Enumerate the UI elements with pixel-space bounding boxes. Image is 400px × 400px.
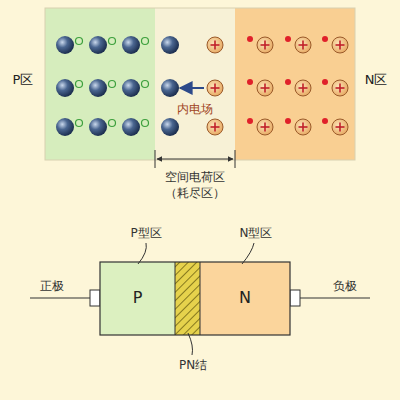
acceptor-ion <box>161 79 179 97</box>
leader-line <box>138 243 146 264</box>
n-type-body <box>200 262 290 335</box>
region-label: 内电场 <box>155 102 235 116</box>
donor-ion <box>257 80 273 96</box>
hole <box>109 38 116 45</box>
donor-ion <box>257 119 273 135</box>
electron <box>247 79 253 85</box>
donor-ion <box>207 80 223 96</box>
part-label: 正极 <box>40 279 64 293</box>
device-outline <box>100 262 290 335</box>
hole <box>76 120 83 127</box>
acceptor-ion <box>89 79 107 97</box>
hole <box>142 81 149 88</box>
hole <box>76 81 83 88</box>
donor-ion <box>257 37 273 53</box>
terminal <box>290 290 300 306</box>
region-label: N区 <box>357 72 395 88</box>
n-region-band: N区 <box>235 8 355 160</box>
region-label: N <box>200 288 290 307</box>
hole <box>109 120 116 127</box>
electron <box>285 36 291 42</box>
donor-ion <box>295 37 311 53</box>
bracket-tick <box>155 150 156 168</box>
p-region <box>45 8 155 160</box>
n-region <box>235 8 355 160</box>
part-label: PN结 <box>179 358 207 372</box>
acceptor-ion <box>161 36 179 54</box>
field-arrow <box>180 87 204 89</box>
part-label: 负极 <box>333 279 357 293</box>
electron <box>247 36 253 42</box>
depletion-region <box>155 8 235 160</box>
donor-ion <box>332 119 348 135</box>
p-type-box: P <box>100 262 175 335</box>
donor-ion <box>332 37 348 53</box>
electron <box>322 79 328 85</box>
acceptor-ion <box>89 36 107 54</box>
acceptor-ion <box>56 118 74 136</box>
part-label: N型区 <box>240 226 273 240</box>
electron <box>322 36 328 42</box>
p-type-body <box>100 262 175 335</box>
electron <box>322 118 328 124</box>
acceptor-ion <box>161 118 179 136</box>
donor-ion <box>295 119 311 135</box>
acceptor-ion <box>56 79 74 97</box>
junction-edge <box>200 262 201 335</box>
donor-ion <box>332 80 348 96</box>
acceptor-ion <box>89 118 107 136</box>
pn-junction <box>175 262 200 335</box>
part-label: （耗尽区） <box>165 186 225 200</box>
junction-edge <box>175 262 176 335</box>
terminal <box>90 290 100 306</box>
hole <box>76 38 83 45</box>
hole <box>142 120 149 127</box>
region-frame <box>45 8 355 160</box>
electron <box>247 118 253 124</box>
electron <box>285 79 291 85</box>
acceptor-ion <box>122 79 140 97</box>
lead-wire <box>300 297 370 298</box>
region-label: P区 <box>5 72 41 88</box>
leader-line <box>242 243 254 264</box>
n-type-box: N <box>200 262 290 335</box>
electron <box>285 118 291 124</box>
donor-ion <box>295 80 311 96</box>
bracket-line <box>157 159 233 160</box>
hole <box>142 38 149 45</box>
acceptor-ion <box>122 118 140 136</box>
region-label: P <box>100 288 175 307</box>
p-region-band: P区 <box>45 8 155 160</box>
part-label: 空间电荷区 <box>165 170 225 184</box>
part-label: P型区 <box>130 226 161 240</box>
bracket-tick <box>235 150 236 168</box>
donor-ion <box>207 119 223 135</box>
acceptor-ion <box>56 36 74 54</box>
lead-wire <box>30 297 90 298</box>
leader-line <box>188 333 193 355</box>
donor-ion <box>207 37 223 53</box>
particles <box>56 36 348 136</box>
depletion-band: 内电场 <box>155 8 235 160</box>
acceptor-ion <box>122 36 140 54</box>
hole <box>109 81 116 88</box>
